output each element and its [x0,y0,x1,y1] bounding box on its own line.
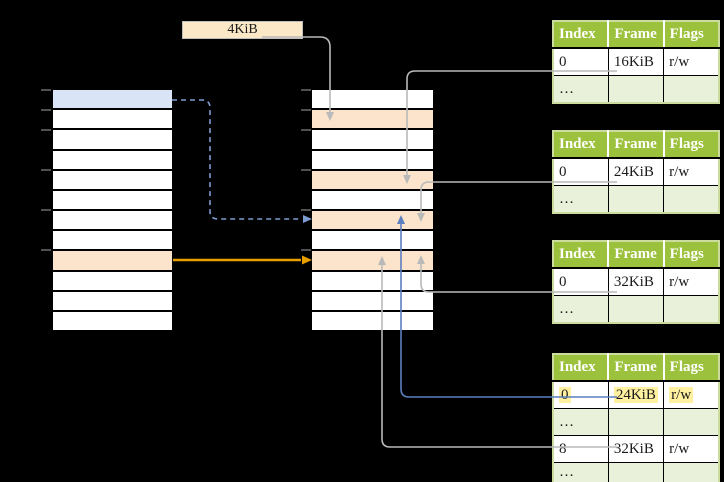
table-cell: … [553,408,609,436]
memory-row-8 [312,231,433,252]
table-cell: … [553,75,609,103]
table-cell: 32KiB [608,268,665,296]
middle-column-address-ticks [301,89,311,251]
memory-row-5 [312,170,433,191]
table-row: … [553,295,719,323]
memory-row-2 [312,110,433,131]
virtual-memory-column [53,90,172,331]
connector-virtual-to-frame-dashed [172,99,302,220]
table-header-cell: Index [553,131,610,159]
memory-row-9 [312,251,433,272]
memory-row-10 [53,271,172,292]
memory-row-4 [53,150,172,171]
table-cell: 0 [553,268,609,296]
table-row: … [553,185,719,213]
table-cell: 0 [553,158,609,186]
table-header-cell: Index [553,354,610,382]
memory-row-4 [312,150,433,171]
memory-row-2 [53,110,172,131]
memory-row-3 [53,130,172,151]
highlighted-value: 0 [559,386,571,403]
memory-row-5 [53,170,172,191]
table-cell: r/w [663,158,719,186]
table-cell [663,75,719,103]
arrowhead-virtual-to-frame-dashed [303,215,312,223]
table-cell [608,408,665,436]
arrowhead-virtual-to-frame-orange [302,255,312,265]
table-cell [608,462,665,482]
table-cell [608,75,665,103]
table-header-cell: Flags [663,21,719,49]
table-header-cell: Flags [663,241,719,269]
table-row: … [553,75,719,103]
table-header-cell: Frame [608,354,665,382]
memory-row-7 [312,211,433,232]
memory-row-12 [312,311,433,331]
table-cell [663,185,719,213]
table-cell [663,462,719,482]
table-row: … [553,462,719,482]
memory-row-9 [53,251,172,272]
table-header-cell: Flags [663,354,719,382]
table-cell: 32KiB [608,435,665,463]
table-cell: r/w [663,268,719,296]
table-cell: r/w [663,381,719,409]
page-size-label-text: 4KiB [227,22,258,37]
highlighted-value: r/w [669,386,694,403]
physical-memory-column [312,90,433,331]
table-row: 0 24KiB r/w [553,381,719,409]
table-cell: 24KiB [608,381,665,409]
table-header-cell: Index [553,21,610,49]
left-column-address-ticks [41,89,51,251]
table-row: … [553,408,719,436]
table-cell: 8 [553,435,609,463]
table-header-cell: Frame [608,131,665,159]
table-header-cell: Frame [608,241,665,269]
memory-row-11 [312,291,433,312]
table-header-cell: Flags [663,131,719,159]
highlighted-value: 24KiB [613,386,658,403]
table-cell: … [553,295,609,323]
table-cell [663,408,719,436]
table-cell: … [553,462,609,482]
table-cell: … [553,185,609,213]
memory-row-7 [53,211,172,232]
memory-row-12 [53,311,172,331]
table-cell: r/w [663,435,719,463]
memory-row-1 [312,90,433,111]
table-cell [663,295,719,323]
table-cell: 0 [553,381,609,409]
table-cell: 16KiB [608,48,665,76]
table-header-cell: Frame [608,21,665,49]
table-cell: 24KiB [608,158,665,186]
table-header-cell: Index [553,241,610,269]
memory-row-1 [53,90,172,111]
table-cell: r/w [663,48,719,76]
table-cell: 0 [553,48,609,76]
memory-row-11 [53,291,172,312]
memory-row-6 [53,190,172,212]
page-size-label: 4KiB [182,21,303,39]
memory-row-6 [312,190,433,212]
memory-row-10 [312,271,433,292]
memory-row-8 [53,231,172,252]
table-cell [608,295,665,323]
table-cell [608,185,665,213]
memory-row-3 [312,130,433,151]
